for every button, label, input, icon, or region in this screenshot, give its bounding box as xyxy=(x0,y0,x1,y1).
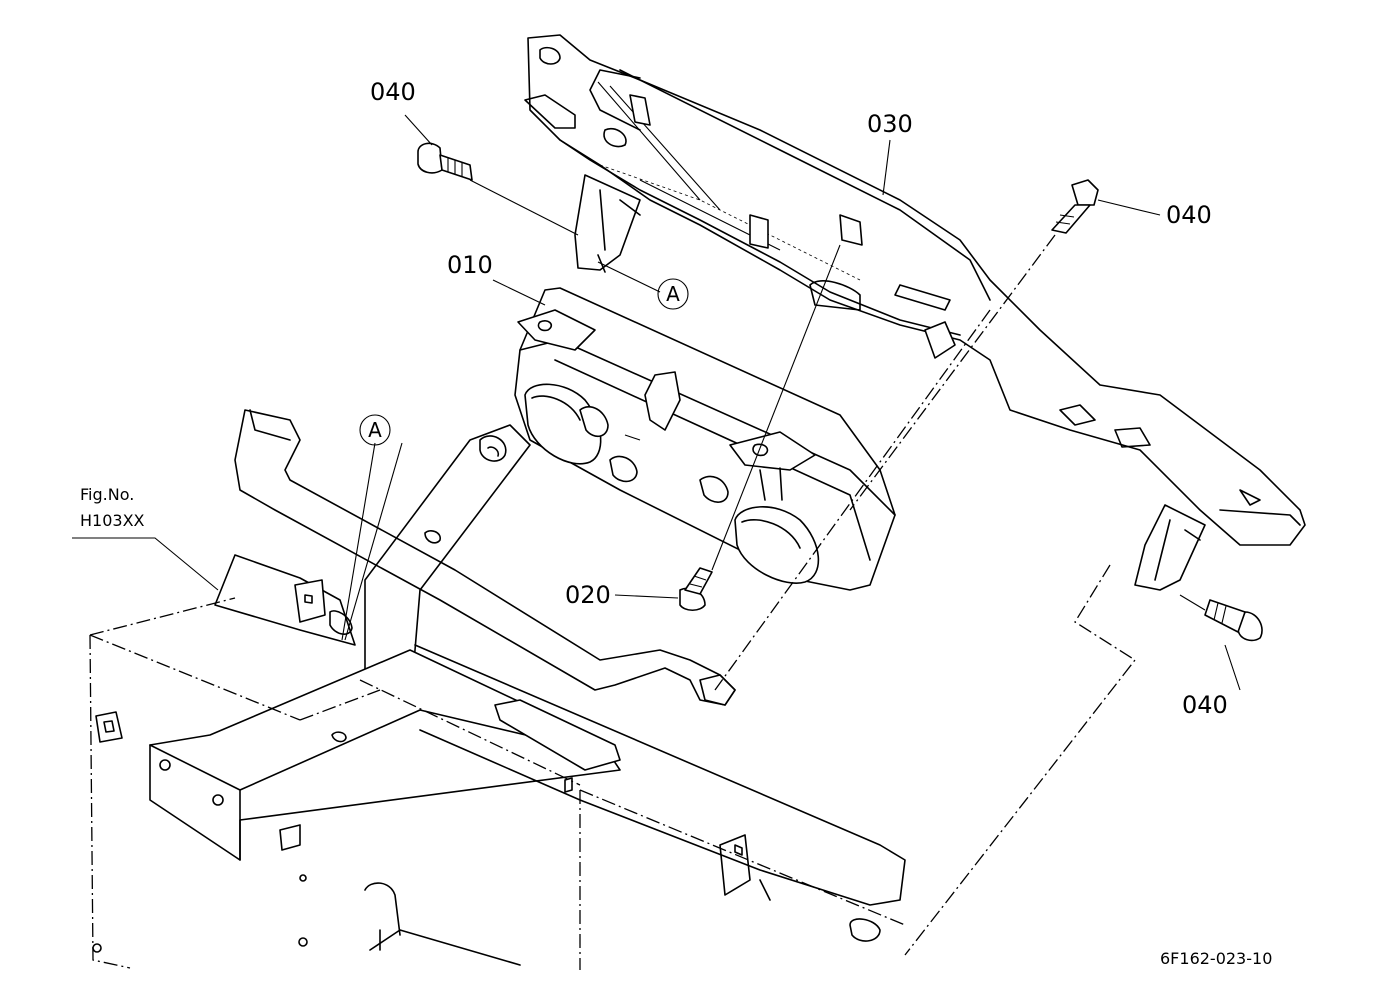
instrument-cluster-010 xyxy=(514,287,896,591)
callout-040-top-left: 040 xyxy=(370,78,416,106)
bolt-040-top-left xyxy=(417,142,473,181)
callout-text: 040 xyxy=(1166,201,1212,229)
callout-text: 030 xyxy=(867,110,913,138)
panel-cover-030 xyxy=(524,34,1306,591)
reference-marker-a-upper: A xyxy=(657,278,689,310)
callout-text: 010 xyxy=(447,251,493,279)
leader-lines xyxy=(72,114,1241,691)
fig-reference: Fig.No. H103XX xyxy=(80,485,145,530)
callout-040-top-right: 040 xyxy=(1166,201,1212,229)
reference-marker-a-lower: A xyxy=(359,414,391,446)
callout-030: 030 xyxy=(867,110,913,138)
fig-ref-line2: H103XX xyxy=(80,511,145,530)
callout-text: 020 xyxy=(565,581,611,609)
callout-text: 040 xyxy=(370,78,416,106)
callout-020: 020 xyxy=(565,581,611,609)
dash-frame xyxy=(89,564,1136,970)
marker-circle xyxy=(359,414,391,446)
support-bracket xyxy=(149,409,906,942)
bolt-040-top-right xyxy=(1051,179,1099,234)
fig-ref-line1: Fig.No. xyxy=(80,485,134,504)
callout-text: 040 xyxy=(1182,691,1228,719)
callout-010: 010 xyxy=(447,251,493,279)
marker-text: A xyxy=(666,282,680,306)
callout-040-bottom-right: 040 xyxy=(1182,691,1228,719)
drawing-code: 6F162-023-10 xyxy=(1160,949,1272,968)
marker-text: A xyxy=(368,418,382,442)
bolt-040-bottom-right xyxy=(1204,599,1263,642)
screw-020 xyxy=(679,567,713,612)
marker-circle xyxy=(657,278,689,310)
